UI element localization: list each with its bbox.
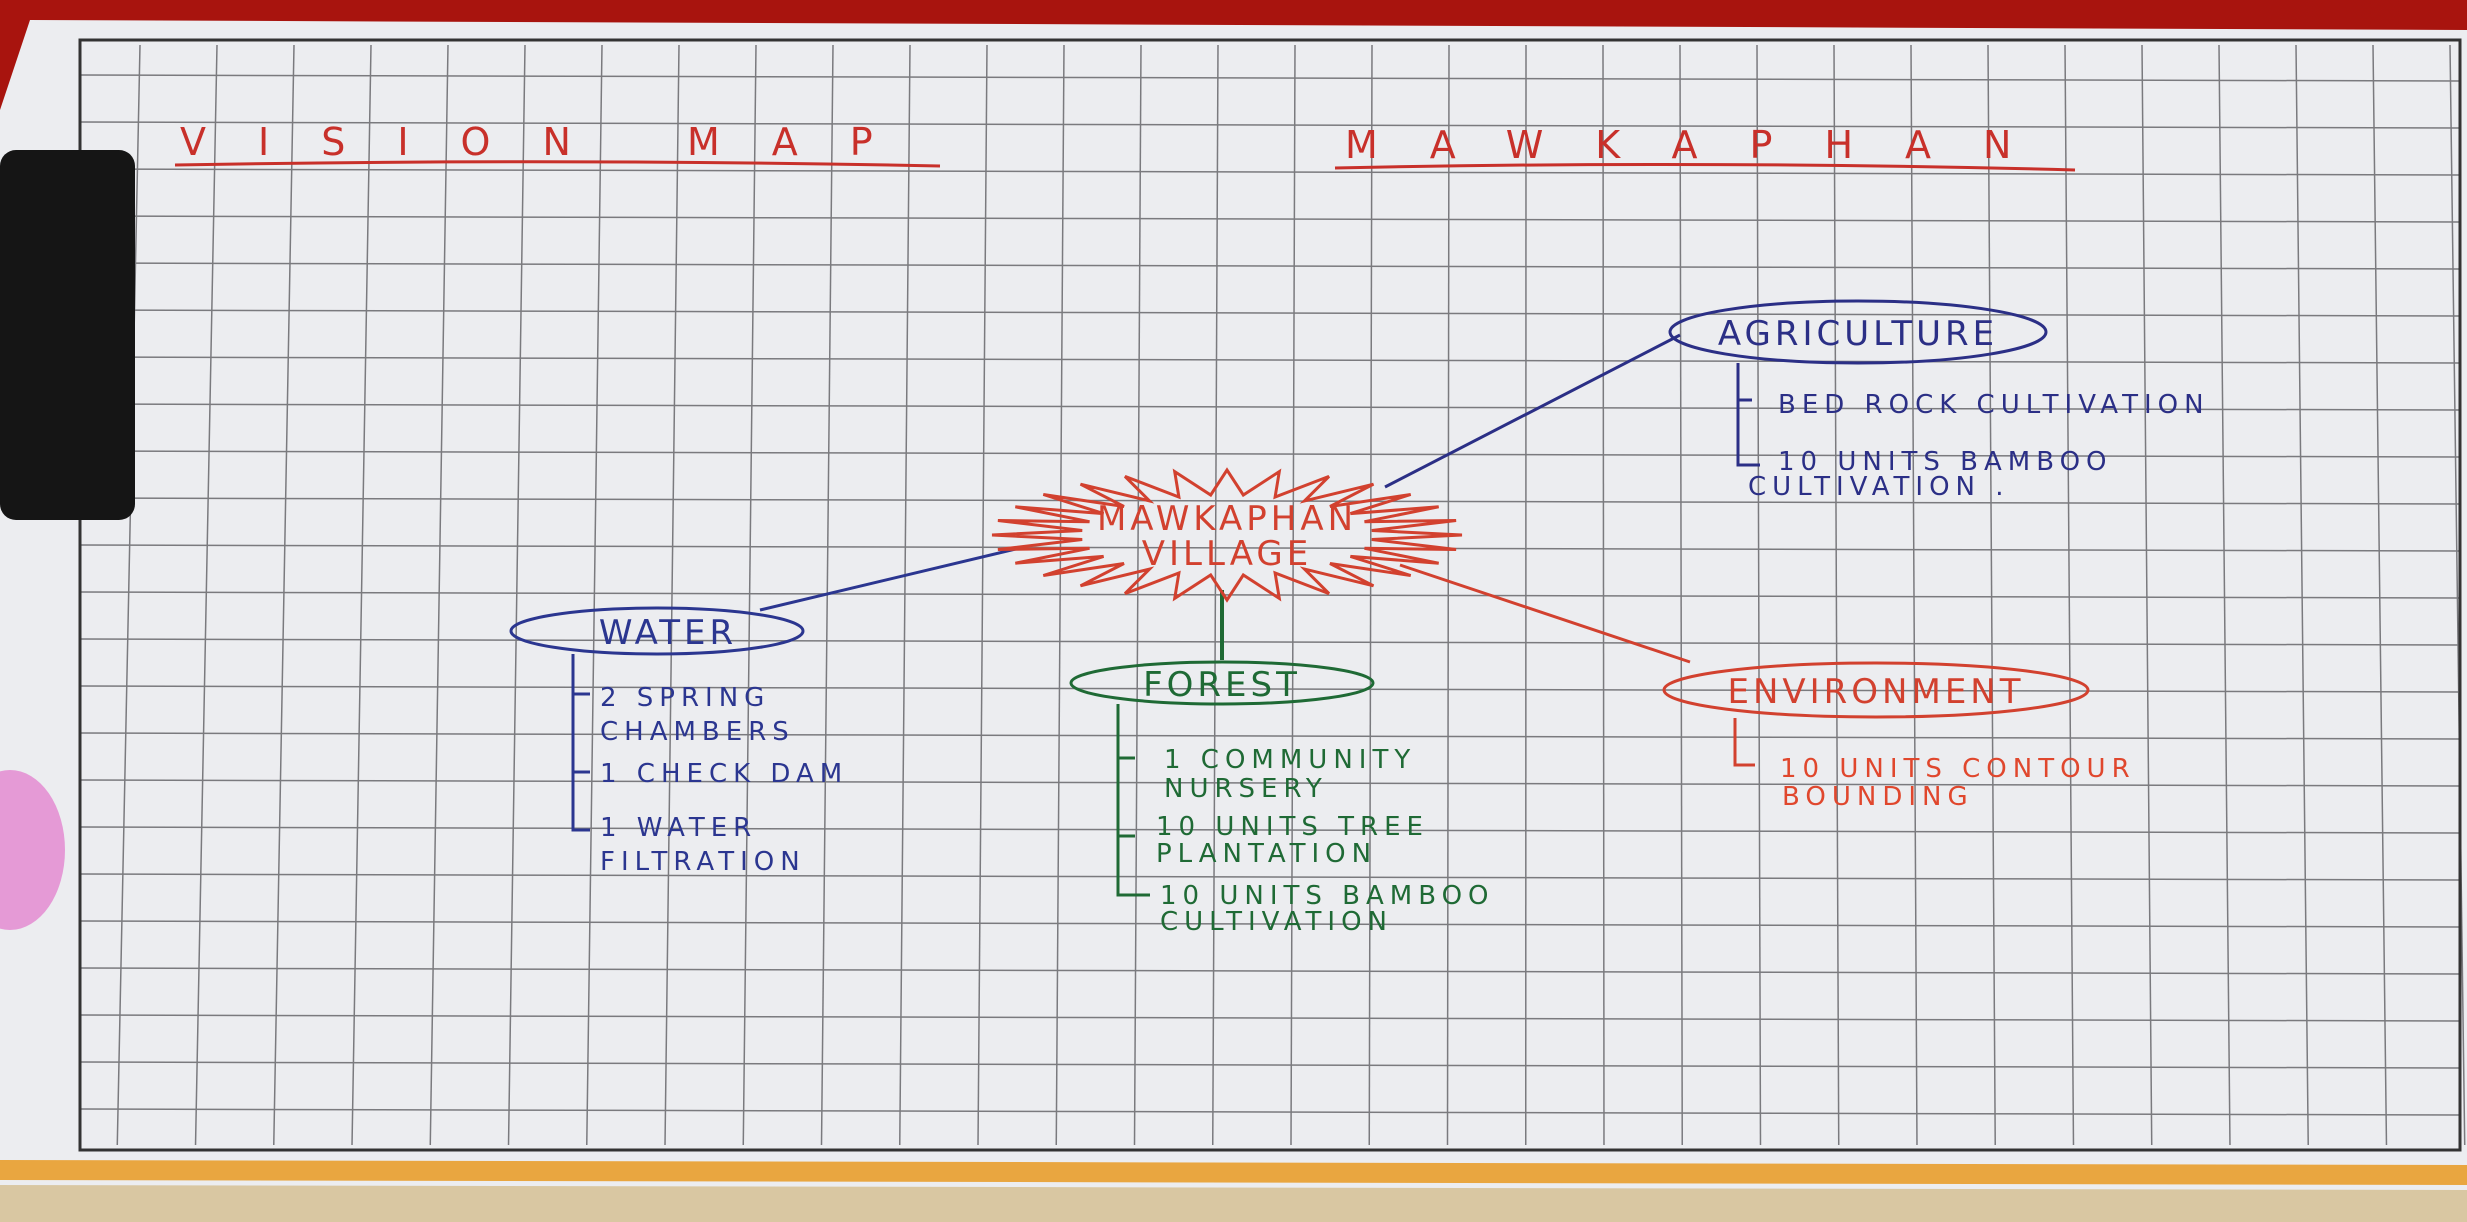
grid-line [1987,44,1996,1146]
phone [0,150,135,520]
water-item: 1 WATER [600,813,757,843]
grid-line [79,967,2461,975]
node-forest: FOREST 1 COMMUNITY NURSERY 10 UNITS TREE… [1069,660,1495,937]
node-agriculture: AGRICULTURE BED ROCK CULTIVATION 10 UNIT… [1668,299,2210,502]
grid-line [79,215,2461,223]
environment-label: ENVIRONMENT [1727,672,2024,712]
water-tree-lines [571,654,590,832]
grid-line [79,450,2461,458]
grid-line [79,309,2461,317]
grid-lines [79,44,2466,1146]
grid-line [79,873,2461,881]
grid-line [2141,44,2153,1146]
grid-line [116,44,141,1146]
agriculture-label: AGRICULTURE [1718,314,1998,354]
grid-line [1756,44,1762,1146]
connector-agriculture [1384,333,1681,489]
grid-line [79,732,2461,740]
center-starburst [991,467,1463,603]
grid-line [79,262,2461,270]
connector-water [759,546,1021,612]
grid-line [79,1014,2461,1022]
grid-line [507,44,526,1146]
forest-item: 10 UNITS BAMBOO [1160,881,1495,911]
pink-object [0,770,65,930]
chart-paper [0,20,2467,1190]
grid-line [79,920,2461,928]
grid-line [2372,44,2388,1146]
water-item: FILTRATION [600,847,806,877]
grid-line [1910,44,1918,1146]
water-item: CHAMBERS [600,717,795,747]
grid-line [2218,44,2231,1146]
paper-edge [0,1160,2467,1185]
agriculture-tree-lines [1736,363,1760,467]
grid-line [79,168,2461,176]
forest-label: FOREST [1143,665,1301,705]
grid-line [273,44,295,1146]
grid-line [742,44,757,1146]
forest-item: 10 UNITS TREE [1156,812,1429,842]
water-item: 2 SPRING [600,683,770,713]
environment-item: BOUNDING [1782,782,1974,812]
grid-line [1679,44,1683,1146]
grid-line [79,638,2461,646]
grid-line [79,1108,2461,1116]
grid-line [899,44,911,1146]
grid-line [429,44,449,1146]
grid-line [79,356,2461,364]
grid-line [2295,44,2309,1146]
grid-line [79,685,2461,693]
grid-line [194,44,218,1146]
paper-border [78,38,2462,1152]
grid-line [351,44,372,1146]
connector-environment [1399,563,1691,664]
forest-item: 1 COMMUNITY [1164,745,1416,775]
grid-line [79,74,2461,82]
grid-line [79,497,2461,505]
grid-line [79,591,2461,599]
forest-item: PLANTATION [1156,839,1377,869]
agriculture-item: 10 UNITS BAMBOO [1778,447,2113,477]
title-mawkaphan: MAWKAPHAN [1345,123,2063,167]
forest-tree-lines [1116,704,1150,897]
center-label-line1: MAWKAPHAN [1097,499,1357,539]
title-underline [1334,162,2076,172]
forest-item: CULTIVATION [1160,907,1393,937]
grid-line [1833,44,1840,1146]
grid-line [79,1061,2461,1069]
agriculture-item: CULTIVATION . [1748,472,2010,502]
environment-tree-lines [1733,718,1755,767]
grid-line [2449,44,2466,1146]
water-label: WATER [599,613,737,653]
grid-line [79,826,2461,834]
agriculture-item: BED ROCK CULTIVATION [1778,390,2210,420]
grid-line [1602,44,1605,1146]
grid-line [664,44,680,1146]
grid-line [79,544,2461,552]
environment-item: 10 UNITS CONTOUR [1780,754,2136,784]
grid-line [79,779,2461,787]
title-vision-map: VISION MAP [180,120,925,164]
water-item: 1 CHECK DAM [600,759,848,789]
grid-line [586,44,603,1146]
node-water: WATER 2 SPRING CHAMBERS 1 CHECK DAM 1 WA… [509,606,848,877]
grid-line [79,403,2461,411]
node-environment: ENVIRONMENT 10 UNITS CONTOUR BOUNDING [1662,661,2136,812]
title-underline [174,160,941,168]
forest-item: NURSERY [1164,774,1328,804]
grid-line [2064,44,2075,1146]
grid-line [79,121,2461,129]
center-label-line2: VILLAGE [1142,534,1312,574]
